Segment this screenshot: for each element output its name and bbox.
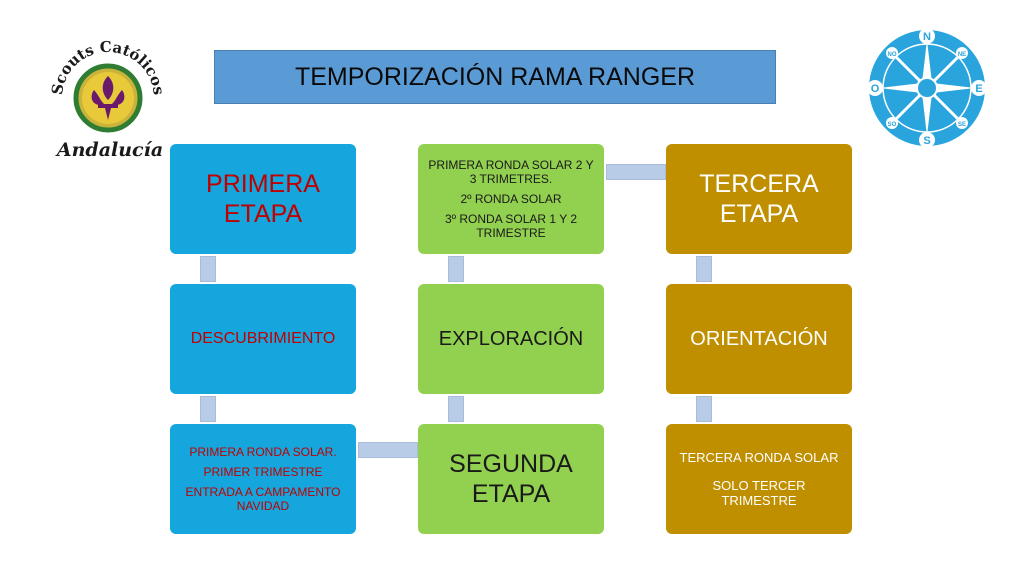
svg-text:SE: SE <box>958 122 966 128</box>
connector-detail-tercera <box>606 164 666 180</box>
detail-line: 2º RONDA SOLAR <box>460 192 562 206</box>
exploracion-box: EXPLORACIÓN <box>418 284 604 394</box>
scouts-catolicos-logo: Scouts Católicos Andalucía <box>48 38 168 161</box>
compass-rose-logo: N S O E NO NE SO SE <box>867 28 987 148</box>
orientacion-box: ORIENTACIÓN <box>666 284 852 394</box>
descubrimiento-label: DESCUBRIMIENTO <box>190 330 336 347</box>
svg-text:NE: NE <box>958 52 966 58</box>
detail-line: PRIMERA RONDA SOLAR 2 Y 3 TRIMETRES. <box>428 158 594 186</box>
exploracion-label: EXPLORACIÓN <box>438 327 584 350</box>
svg-text:O: O <box>871 83 880 95</box>
segunda-etapa-box: SEGUNDA ETAPA <box>418 424 604 534</box>
svg-text:NO: NO <box>888 52 897 58</box>
primera-etapa-label: PRIMERA ETAPA <box>206 170 320 228</box>
detail-line: SOLO TERCER TRIMESTRE <box>712 478 806 508</box>
connector-tercera-orientacion <box>696 256 712 282</box>
tercera-etapa-detail-box: TERCERA RONDA SOLAR SOLO TERCER TRIMESTR… <box>666 424 852 534</box>
tercera-etapa-label: TERCERA ETAPA <box>699 170 819 228</box>
connector-descubrimiento-detail <box>200 396 216 422</box>
orientacion-label: ORIENTACIÓN <box>690 327 828 350</box>
segunda-etapa-detail-box: PRIMERA RONDA SOLAR 2 Y 3 TRIMETRES. 2º … <box>418 144 604 254</box>
detail-line: TERCERA RONDA SOLAR <box>679 450 839 465</box>
primera-etapa-box: PRIMERA ETAPA <box>170 144 356 254</box>
svg-text:E: E <box>975 83 982 95</box>
detail-line: ENTRADA A CAMPAMENTO NAVIDAD <box>185 485 341 513</box>
detail-line: 3º RONDA SOLAR 1 Y 2 TRIMESTRE <box>445 212 577 240</box>
svg-text:N: N <box>923 31 931 43</box>
connector-orientacion-detail <box>696 396 712 422</box>
detail-line: PRIMER TRIMESTRE <box>203 465 323 479</box>
connector-primera-descubrimiento <box>200 256 216 282</box>
page-title: TEMPORIZACIÓN RAMA RANGER <box>214 50 776 104</box>
connector-segunda-exploracion <box>448 396 464 422</box>
descubrimiento-box: DESCUBRIMIENTO <box>170 284 356 394</box>
connector-exploracion-detail <box>448 256 464 282</box>
tercera-etapa-box: TERCERA ETAPA <box>666 144 852 254</box>
andalucia-label: Andalucía <box>55 139 163 161</box>
svg-text:SO: SO <box>888 122 897 128</box>
connector-detail-segunda <box>358 442 418 458</box>
primera-etapa-detail-box: PRIMERA RONDA SOLAR. PRIMER TRIMESTRE EN… <box>170 424 356 534</box>
detail-line: PRIMERA RONDA SOLAR. <box>189 445 337 459</box>
svg-text:S: S <box>923 135 930 147</box>
segunda-etapa-label: SEGUNDA ETAPA <box>449 450 573 508</box>
